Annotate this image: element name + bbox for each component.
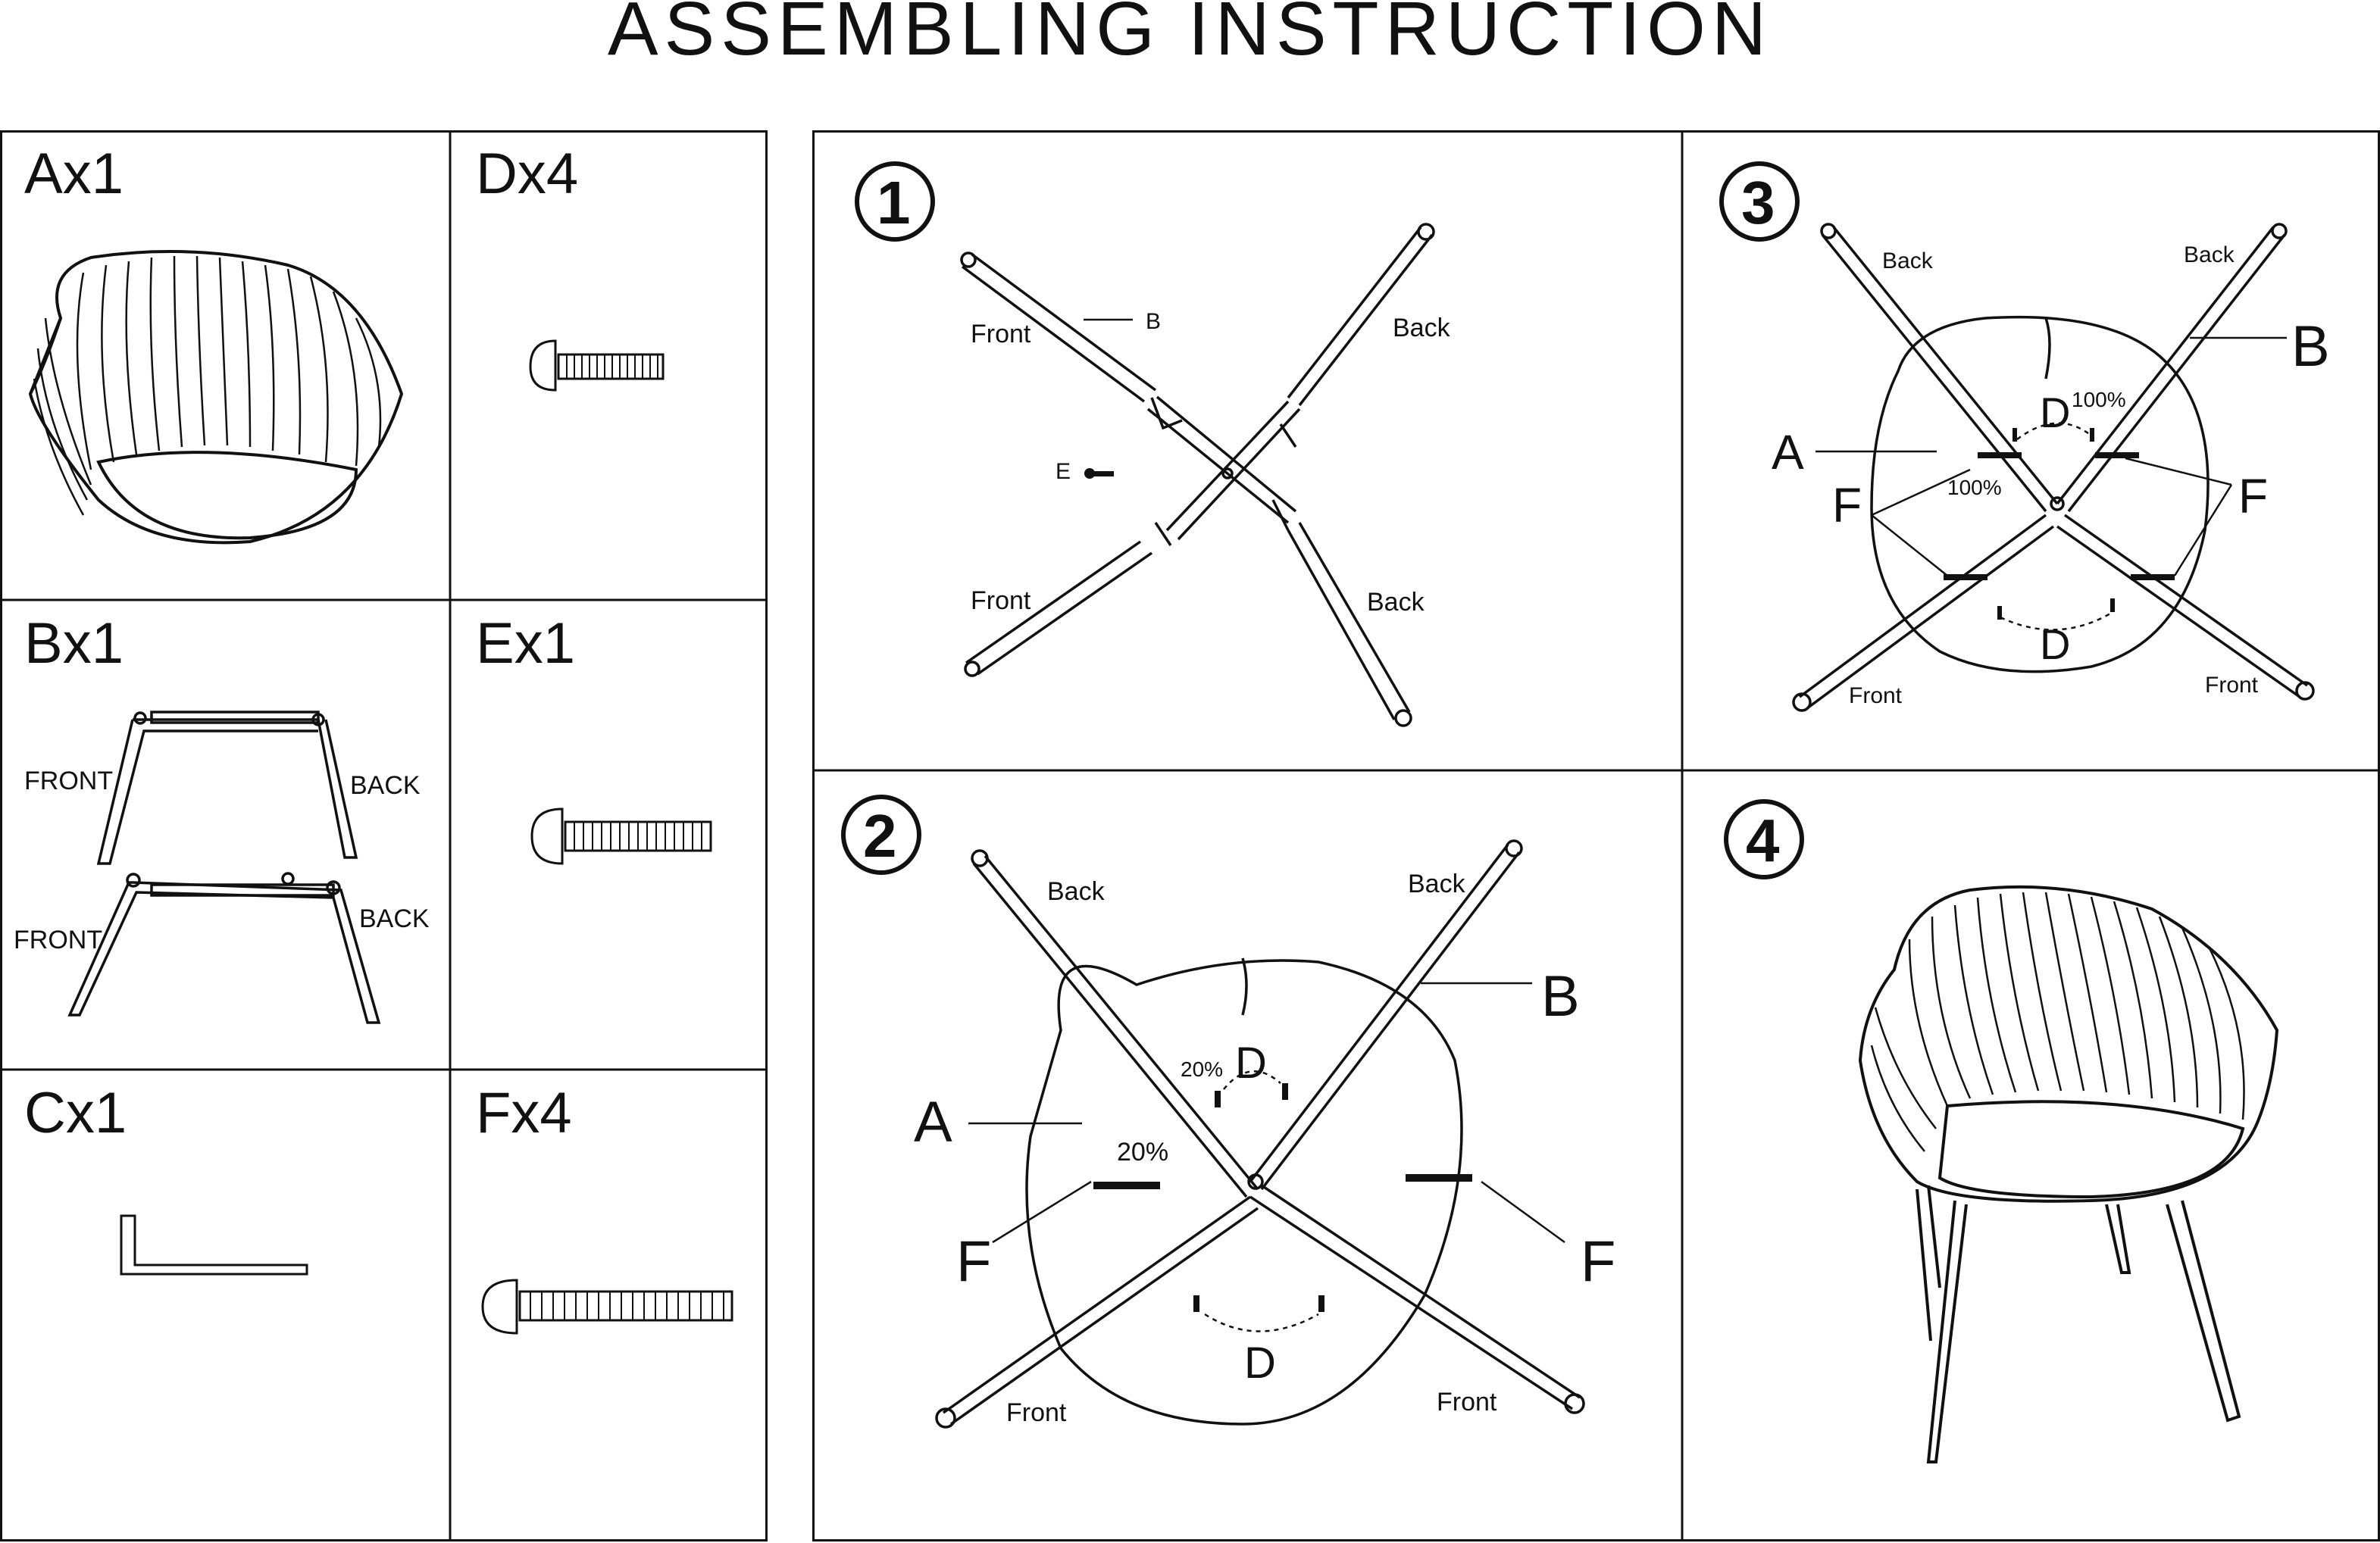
step-1-b-label: B [1146, 309, 1162, 334]
step-3-100pct-label-2: 100% [1947, 476, 2002, 499]
step-1-front-label-2: Front [971, 586, 1031, 615]
step-2-f-label-2: F [1581, 1229, 1616, 1294]
step-2-back-label-2: Back [1408, 870, 1465, 898]
part-f-label: Fx4 [476, 1081, 572, 1145]
step-2-20pct-label: 20% [1181, 1057, 1224, 1081]
step-3-back-label: Back [1882, 248, 1933, 273]
step-2-d-label-2: D [1244, 1338, 1276, 1388]
step-2-back-label: Back [1047, 877, 1105, 906]
step-2-f-label: F [956, 1229, 992, 1294]
parts-grid [0, 130, 768, 1541]
step-2-a-label: A [914, 1090, 952, 1154]
step-3-b-label: B [2291, 314, 2330, 379]
step-1-number: 1 [877, 169, 911, 236]
step-2-20pct-label-2: 20% [1117, 1138, 1169, 1167]
part-b-label: Bx1 [24, 611, 124, 676]
page-title: ASSEMBLING INSTRUCTION [607, 0, 1773, 71]
step-3-100pct-label: 100% [2072, 388, 2126, 411]
step-4-number: 4 [1746, 807, 1780, 874]
step-3-d-label: D [2040, 389, 2071, 436]
step-3-number: 3 [1741, 169, 1775, 236]
step-1-front-label: Front [971, 320, 1031, 348]
step-3-d-label-2: D [2040, 620, 2071, 668]
step-3-a-label: A [1772, 425, 1804, 479]
step-3-front-label-2: Front [2205, 673, 2259, 698]
step-2-front-label-2: Front [1437, 1388, 1497, 1416]
step-2-b-label: B [1541, 964, 1580, 1029]
step-1-e-label: E [1056, 459, 1071, 484]
part-a-label: Ax1 [24, 142, 124, 206]
step-3-back-label-2: Back [2184, 242, 2235, 267]
part-e-label: Ex1 [476, 611, 575, 676]
step-1-back-label-2: Back [1367, 588, 1425, 617]
part-b-back-label-2: BACK [359, 904, 430, 933]
step-2-number: 2 [863, 802, 897, 870]
step-1-back-label: Back [1393, 314, 1450, 342]
step-2-d-label: D [1235, 1039, 1267, 1088]
part-b-front-label-2: FRONT [14, 926, 103, 954]
step-3-f-label-2: F [2238, 469, 2269, 523]
step-3-f-label: F [1832, 478, 1862, 533]
step-2-front-label: Front [1006, 1398, 1067, 1427]
steps-grid [812, 130, 2380, 1541]
part-d-label: Dx4 [476, 142, 579, 206]
part-b-front-label: FRONT [24, 767, 114, 795]
part-c-label: Cx1 [24, 1081, 127, 1145]
part-b-back-label: BACK [350, 771, 421, 800]
step-3-front-label: Front [1849, 683, 1903, 708]
